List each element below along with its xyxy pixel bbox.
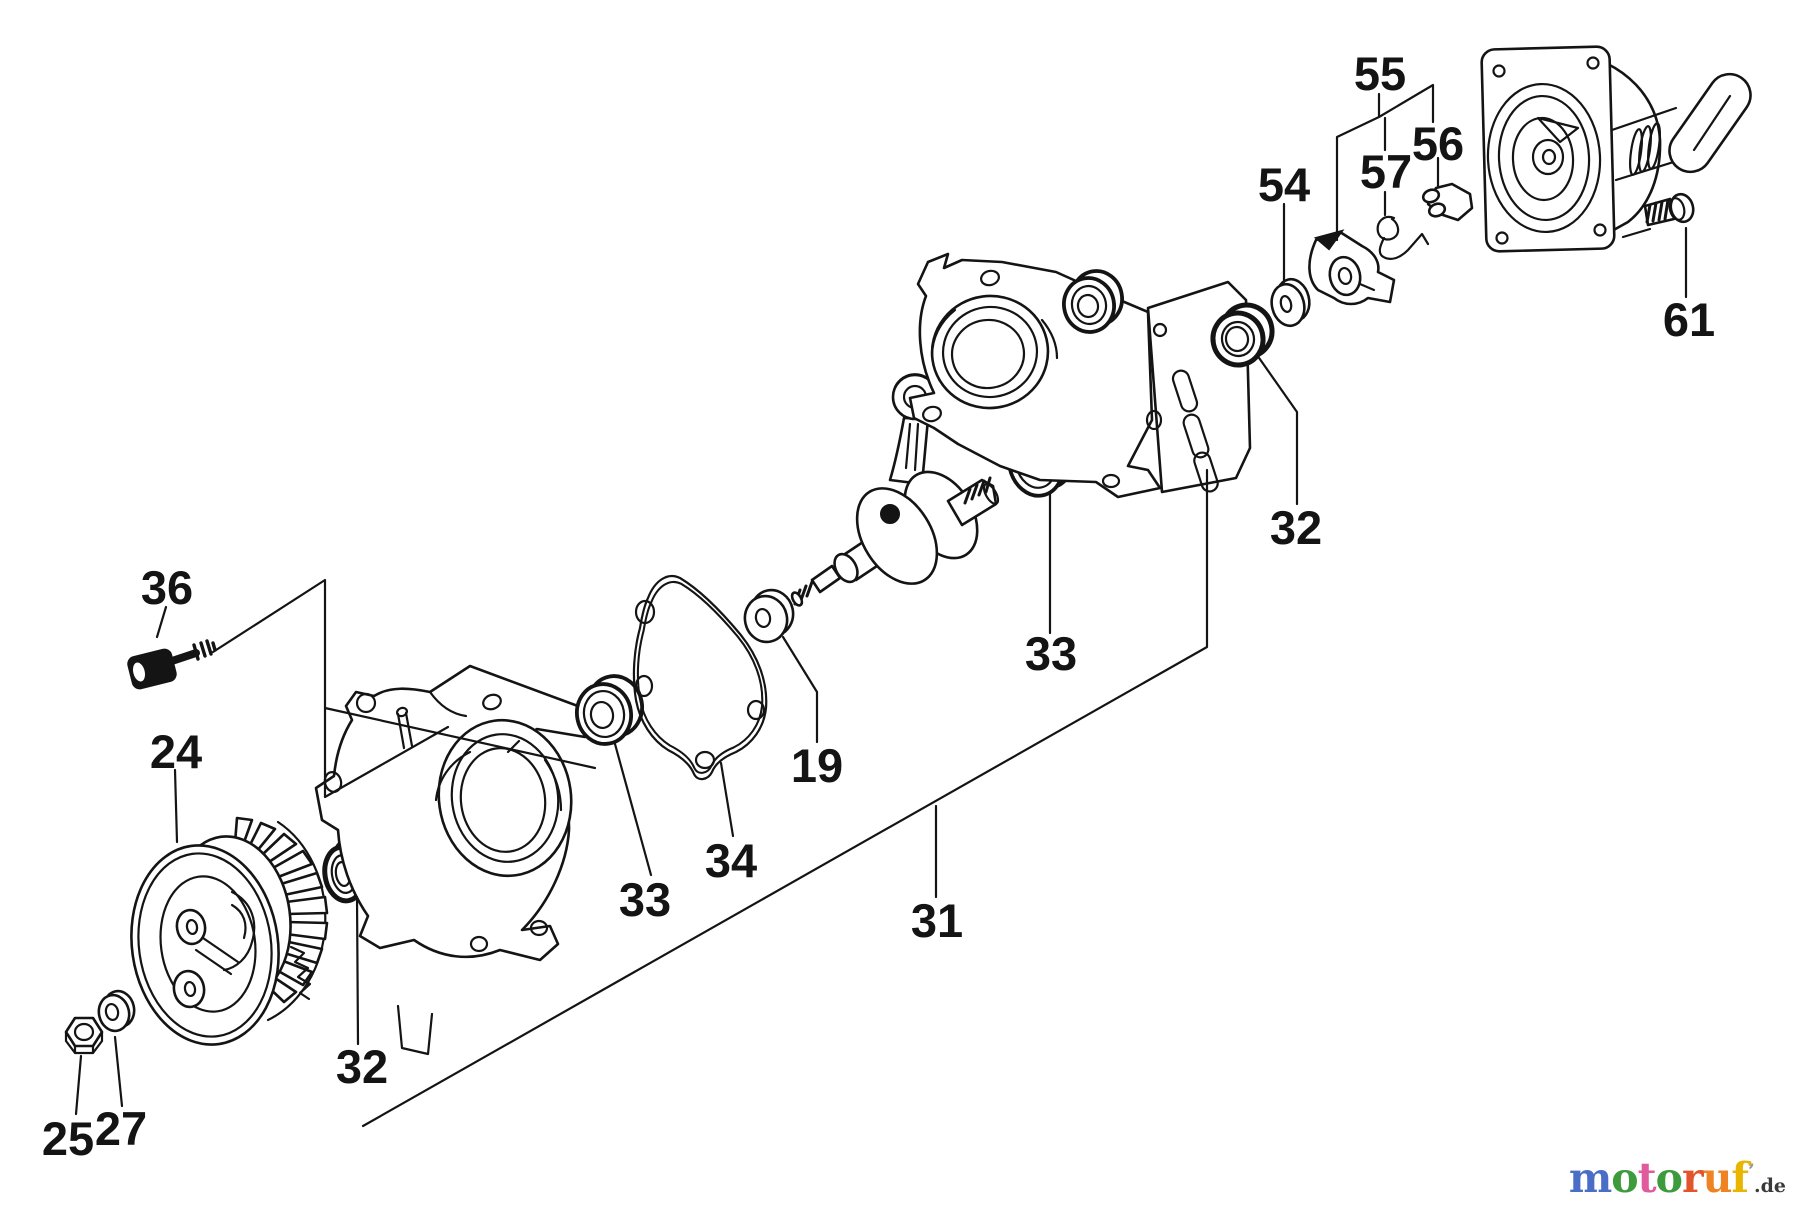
logo-letter: m [1568,1154,1612,1202]
leader-36-bracket [211,578,597,799]
logo-suffix: .de [1754,1175,1786,1197]
motoruf-logo-link[interactable]: motoruf’.de [1569,1158,1786,1199]
leader-34 [719,761,735,838]
part-label-19: 19 [791,739,843,792]
leader-lines [74,83,1688,1128]
part-label-55: 55 [1354,47,1406,100]
pawl-return-spring [1376,215,1430,260]
leader-32-left [355,895,360,1046]
leader-32-right [1255,353,1299,506]
part-label-61: 61 [1663,293,1715,346]
crankcase-gasket [632,574,768,781]
starter-grip [1668,72,1752,174]
part-label-32-right: 32 [1270,501,1322,554]
logo-letter: o [1655,1154,1683,1202]
flywheel-bolt [127,639,217,690]
flywheel [130,816,329,1046]
part-label-32-left: 32 [336,1040,388,1093]
recoil-starter-housing [1480,45,1752,253]
starter-screw [1643,192,1695,227]
part-label-31: 31 [911,894,963,947]
part-label-57: 57 [1360,145,1412,198]
leader-55-bracket [1335,83,1435,242]
logo-mark: ’ [1748,1159,1755,1183]
logo-letter: u [1702,1154,1733,1202]
leader-31-bracket [361,468,1209,1128]
leader-24 [173,768,179,844]
flat-washer-small [97,989,136,1033]
leader-61-pointer [1621,227,1652,239]
leader-33-left [613,742,653,877]
leader-36 [155,605,168,639]
part-label-56: 56 [1412,117,1464,170]
leader-19 [781,635,819,744]
part-label-36: 36 [141,561,193,614]
logo-letter: o [1611,1154,1638,1202]
part-label-25: 25 [42,1112,94,1165]
oil-seal-right [1210,302,1275,368]
part-label-27: 27 [95,1102,147,1155]
leader-25 [74,1054,83,1116]
logo-letter: t [1637,1154,1657,1202]
part-labels: 55 56 57 54 61 32 33 19 34 31 33 36 24 3… [42,47,1715,1165]
part-label-34: 34 [705,834,757,887]
washer-54 [1270,277,1311,328]
leader-27 [113,1035,124,1108]
pawl-guide [1421,182,1474,222]
part-label-33-right: 33 [1025,627,1077,680]
logo-letter: f [1731,1154,1749,1202]
part-label-24: 24 [150,725,202,778]
part-label-33-left: 33 [619,873,671,926]
starter-pawl-cam [1308,229,1396,306]
thrust-washer [743,588,795,644]
flange-nut [64,1016,104,1055]
ball-bearing-left [575,674,644,746]
logo-letter: r [1681,1154,1704,1202]
part-label-54: 54 [1258,158,1310,211]
oil-seal-right-inner [1062,269,1124,334]
crankcase-half-left [314,664,605,1056]
crankshaft-assembly [790,373,1000,607]
